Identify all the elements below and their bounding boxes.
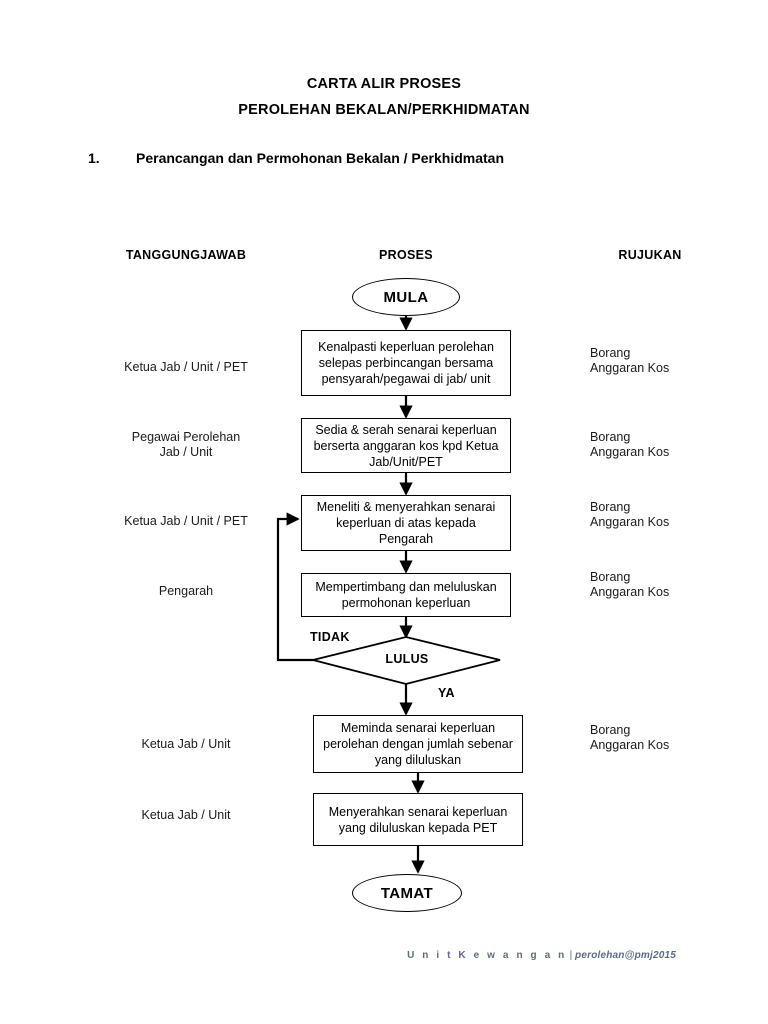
column-header-rujukan: RUJUKAN <box>618 248 682 262</box>
responsibility-step-5: Ketua Jab / Unit <box>141 737 231 751</box>
responsibility-step-6: Ketua Jab / Unit <box>141 808 231 822</box>
decision-diamond-label[interactable]: LULUS <box>385 652 429 666</box>
process-box-step-2[interactable]: Sedia & serah senarai keperluan berserta… <box>301 418 511 473</box>
process-box-step-4[interactable]: Mempertimbang dan meluluskan permohonan … <box>301 573 511 617</box>
reference-step-2: Borang Anggaran Kos <box>590 430 670 459</box>
responsibility-step-2: Pegawai Perolehan Jab / Unit <box>131 430 241 459</box>
responsibility-step-4: Pengarah <box>158 584 214 598</box>
responsibility-step-1: Ketua Jab / Unit / PET <box>124 360 248 374</box>
process-box-step-3[interactable]: Meneliti & menyerahkan senarai keperluan… <box>301 495 511 551</box>
footer-separator: | <box>566 950 576 961</box>
branch-label-ya: YA <box>438 686 455 700</box>
section-heading: 1. Perancangan dan Permohonan Bekalan / P… <box>88 150 648 166</box>
reference-step-1: Borang Anggaran Kos <box>590 346 670 375</box>
process-box-step-6[interactable]: Menyerahkan senarai keperluan yang dilul… <box>313 793 523 846</box>
reference-step-3: Borang Anggaran Kos <box>590 500 670 529</box>
process-box-step-5[interactable]: Meminda senarai keperluan perolehan deng… <box>313 715 523 773</box>
section-title: Perancangan dan Permohonan Bekalan / Per… <box>136 150 504 166</box>
responsibility-step-3: Ketua Jab / Unit / PET <box>124 514 248 528</box>
column-header-tanggungjawab: TANGGUNGJAWAB <box>125 248 247 262</box>
column-header-proses: PROSES <box>379 248 433 262</box>
process-box-step-1[interactable]: Kenalpasti keperluan perolehan selepas p… <box>301 330 511 396</box>
page-footer: U n i t K e w a n g a n | perolehan@pmj2… <box>407 950 676 961</box>
section-number: 1. <box>88 150 100 166</box>
flow-end-oval[interactable]: TAMAT <box>352 874 462 912</box>
reference-step-5: Borang Anggaran Kos <box>590 723 670 752</box>
footer-unit-name: U n i t K e w a n g a n <box>407 950 567 961</box>
flow-start-oval[interactable]: MULA <box>352 278 460 316</box>
reference-step-4: Borang Anggaran Kos <box>590 570 670 599</box>
document-title-line-2: PEROLEHAN BEKALAN/PERKHIDMATAN <box>238 102 530 118</box>
branch-label-tidak: TIDAK <box>310 630 350 644</box>
footer-email: perolehan@pmj2015 <box>575 950 676 961</box>
document-title-line-1: CARTA ALIR PROSES <box>306 76 462 92</box>
